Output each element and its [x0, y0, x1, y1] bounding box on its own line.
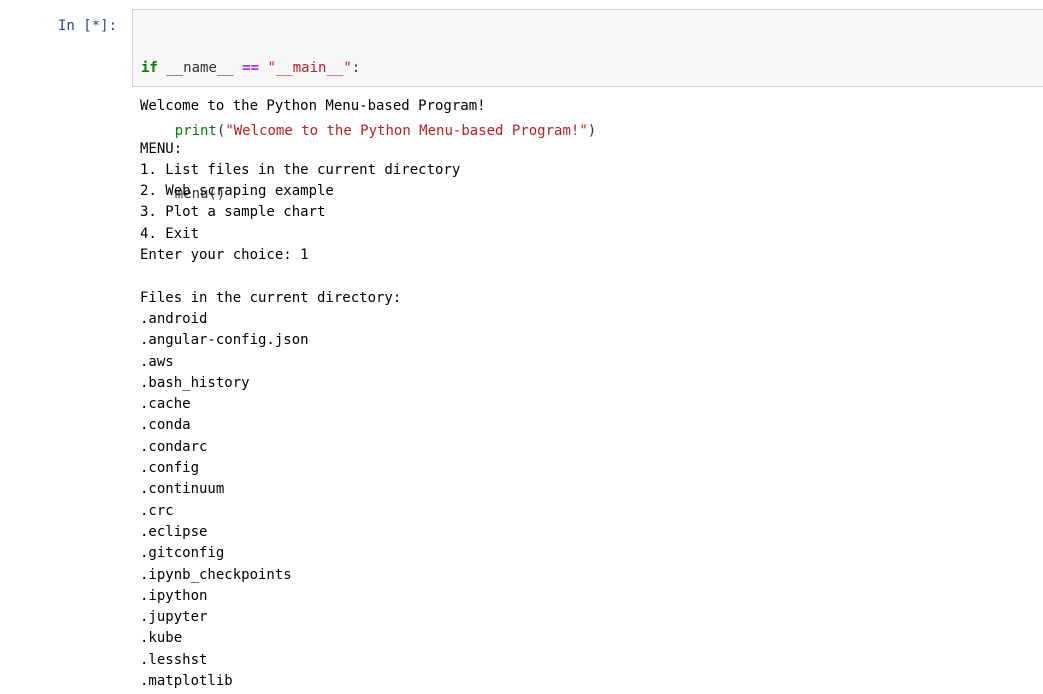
output-line: Files in the current directory: — [140, 289, 402, 306]
keyword-if: if — [141, 60, 158, 76]
code-line-1: if __name__ == "__main__": — [141, 58, 596, 79]
open-paren: ( — [216, 123, 226, 139]
main-string: "__main__" — [267, 60, 352, 76]
code-line-2: print("Welcome to the Python Menu-based … — [141, 121, 596, 142]
menu-call: menu() — [174, 186, 226, 202]
welcome-string: "Welcome to the Python Menu-based Progra… — [225, 123, 588, 139]
colon: : — [351, 60, 361, 76]
output-line: .jupyter — [140, 609, 208, 626]
code-editor[interactable]: if __name__ == "__main__": print("Welcom… — [141, 16, 596, 247]
cell-output: Welcome to the Python Menu-based Program… — [140, 96, 486, 692]
output-line: .cache — [140, 396, 191, 413]
code-line-3: menu() — [141, 184, 596, 205]
output-line: Welcome to the Python Menu-based Program… — [140, 98, 486, 114]
output-line: 4. Exit — [140, 225, 200, 242]
output-line: .angular-config.json — [140, 332, 309, 349]
output-line: Enter your choice: 1 — [140, 247, 309, 264]
print-function: print — [174, 123, 217, 139]
output-line: .eclipse — [140, 523, 208, 540]
output-line: .ipynb_checkpoints — [140, 566, 292, 583]
output-line: .ipython — [140, 587, 208, 604]
output-line: .conda — [140, 417, 191, 434]
output-line: .continuum — [140, 481, 225, 498]
output-line: 2. Web scraping example — [140, 183, 334, 200]
output-line: .config — [140, 460, 200, 477]
close-paren: ) — [587, 123, 597, 139]
output-line: .condarc — [140, 438, 208, 455]
output-line: .kube — [140, 630, 183, 647]
output-line: .aws — [140, 353, 174, 370]
output-line: .crc — [140, 502, 174, 519]
output-line — [140, 266, 486, 287]
input-prompt: In [*]: — [58, 18, 118, 34]
output-line — [140, 117, 486, 138]
name-variable: __name__ — [166, 60, 234, 76]
output-line: .lesshst — [140, 651, 208, 668]
output-line: .matplotlib — [140, 673, 233, 690]
code-cell-input[interactable]: if __name__ == "__main__": print("Welcom… — [132, 9, 1043, 202]
output-line: 1. List files in the current directory — [140, 161, 461, 178]
equality-operator: == — [242, 60, 260, 76]
output-line: .android — [140, 310, 208, 327]
output-line: MENU: — [140, 140, 183, 157]
output-line: 3. Plot a sample chart — [140, 204, 326, 221]
output-line: .bash_history — [140, 374, 250, 391]
output-line: .gitconfig — [140, 545, 225, 562]
